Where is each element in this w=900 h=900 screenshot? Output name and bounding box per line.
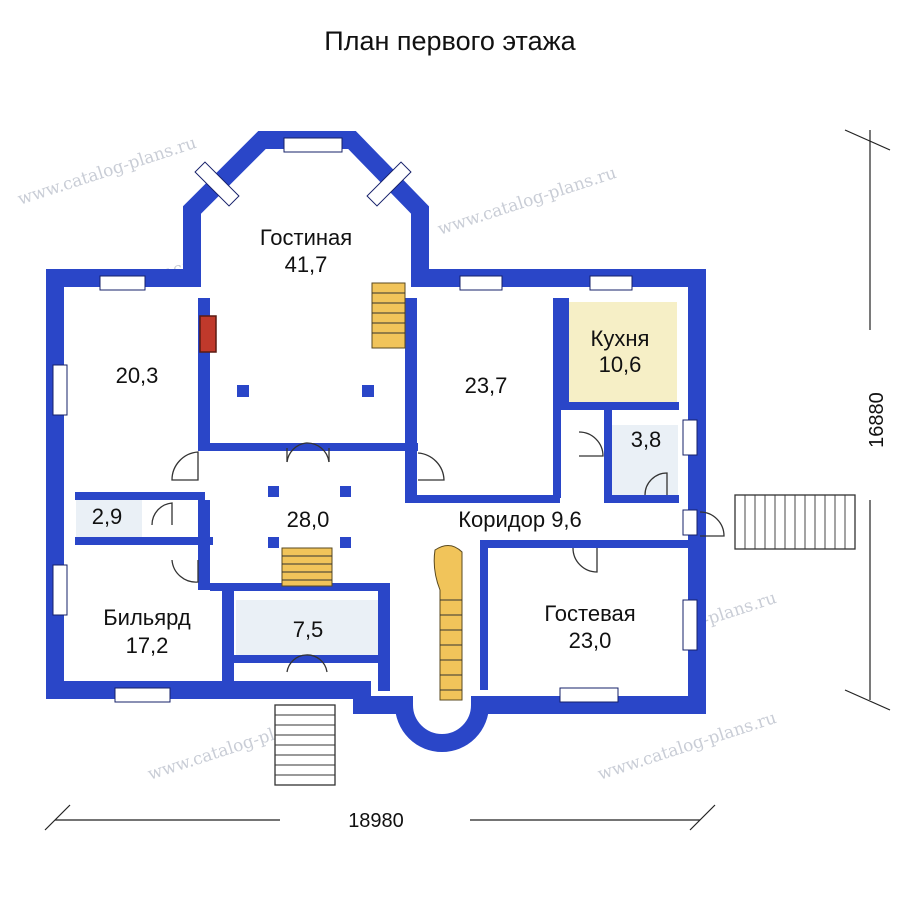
room-area-center-right: 23,7 <box>465 373 508 398</box>
room-name-billiard: Бильярд <box>103 605 191 630</box>
dimension-width-label: 18980 <box>348 810 404 832</box>
column <box>340 537 351 548</box>
wall-segment <box>222 591 234 691</box>
window <box>99 275 146 291</box>
vestibule-floor <box>236 600 378 655</box>
window <box>459 275 503 291</box>
room-area-kitchen: 10,6 <box>599 352 642 377</box>
room-area-left: 20,3 <box>116 363 159 388</box>
stair-hall-treads <box>282 555 332 581</box>
dimension-height-label: 16880 <box>866 392 888 448</box>
wall-segment <box>561 402 679 410</box>
window <box>682 419 698 456</box>
wall-segment <box>75 492 205 500</box>
stair-entrance-treads <box>275 714 335 776</box>
door-swing <box>699 511 725 537</box>
wall-segment <box>405 298 417 498</box>
columns <box>199 315 374 548</box>
window <box>682 599 698 651</box>
dimension-lines <box>44 129 891 831</box>
wall-segment <box>561 298 569 408</box>
windows <box>52 137 698 703</box>
door-swing <box>171 559 199 583</box>
window <box>283 137 343 153</box>
door-swing <box>572 547 598 573</box>
window <box>52 564 68 616</box>
fireplace-icon <box>199 315 217 353</box>
wall-segment <box>198 443 418 451</box>
wall-segment <box>553 298 561 498</box>
room-area-wc: 2,9 <box>92 504 123 529</box>
wall-segment <box>378 591 390 691</box>
dimension-tick <box>689 804 716 831</box>
window <box>682 509 698 536</box>
door-swing <box>417 452 445 481</box>
watermark-text: www.catalog-plans.ru <box>435 163 619 240</box>
kitchen-floor <box>560 302 677 402</box>
room-area-guest: 23,0 <box>569 628 612 653</box>
door-swing <box>644 472 668 496</box>
column <box>340 486 351 497</box>
room-area-living: 41,7 <box>285 252 328 277</box>
wall-segment <box>604 410 612 498</box>
dimension-tick <box>44 804 71 831</box>
room-area-billiard: 17,2 <box>126 633 169 658</box>
doors <box>151 431 725 673</box>
wall-segment <box>198 500 210 590</box>
wall-segment <box>210 583 390 591</box>
stair-spiral <box>433 545 463 701</box>
door-swing <box>286 654 307 673</box>
window <box>589 275 633 291</box>
window <box>52 364 68 416</box>
wall-segment <box>234 655 378 663</box>
column <box>268 537 279 548</box>
stair-living <box>371 282 406 349</box>
stair-living-treads <box>372 292 405 334</box>
window <box>366 161 412 207</box>
door-swing <box>305 442 330 463</box>
watermark-text: www.catalog-plans.ru <box>595 708 779 785</box>
column <box>362 385 374 397</box>
room-name-kitchen: Кухня <box>591 326 650 351</box>
room-name-guest: Гостевая <box>544 601 635 626</box>
wall-segment <box>405 495 560 503</box>
wall-segment <box>604 495 679 503</box>
wall-segment <box>480 540 488 690</box>
room-name-living: Гостиная <box>260 225 352 250</box>
plan-title: План первого этажа <box>324 26 576 56</box>
window <box>559 687 619 703</box>
door-swing <box>578 431 604 457</box>
dimension-tick <box>844 129 891 151</box>
wall-segment <box>480 540 697 548</box>
dimension-tick <box>844 689 891 711</box>
watermark-text: www.catalog-plans.ru <box>15 133 199 210</box>
window <box>114 687 171 703</box>
room-area-bath: 3,8 <box>631 427 662 452</box>
interior-walls <box>75 298 697 691</box>
stair-spiral-treads <box>440 599 462 691</box>
wc-floor <box>76 500 142 537</box>
window <box>194 161 240 207</box>
room-label-corridor: Коридор 9,6 <box>458 507 582 532</box>
door-swing <box>151 502 173 526</box>
door-swing <box>171 451 199 481</box>
room-labels: Гостиная 41,7 20,3 23,7 Кухня 10,6 3,8 2… <box>92 225 662 658</box>
stairs <box>274 282 856 786</box>
wall-segment <box>75 537 213 545</box>
exterior-walls <box>46 131 706 752</box>
column <box>268 486 279 497</box>
door-swing <box>305 654 328 673</box>
room-area-vestibule: 7,5 <box>293 617 324 642</box>
stair-side-treads <box>744 495 846 549</box>
column <box>237 385 249 397</box>
outer-wall <box>46 131 706 752</box>
room-area-hall: 28,0 <box>287 507 330 532</box>
